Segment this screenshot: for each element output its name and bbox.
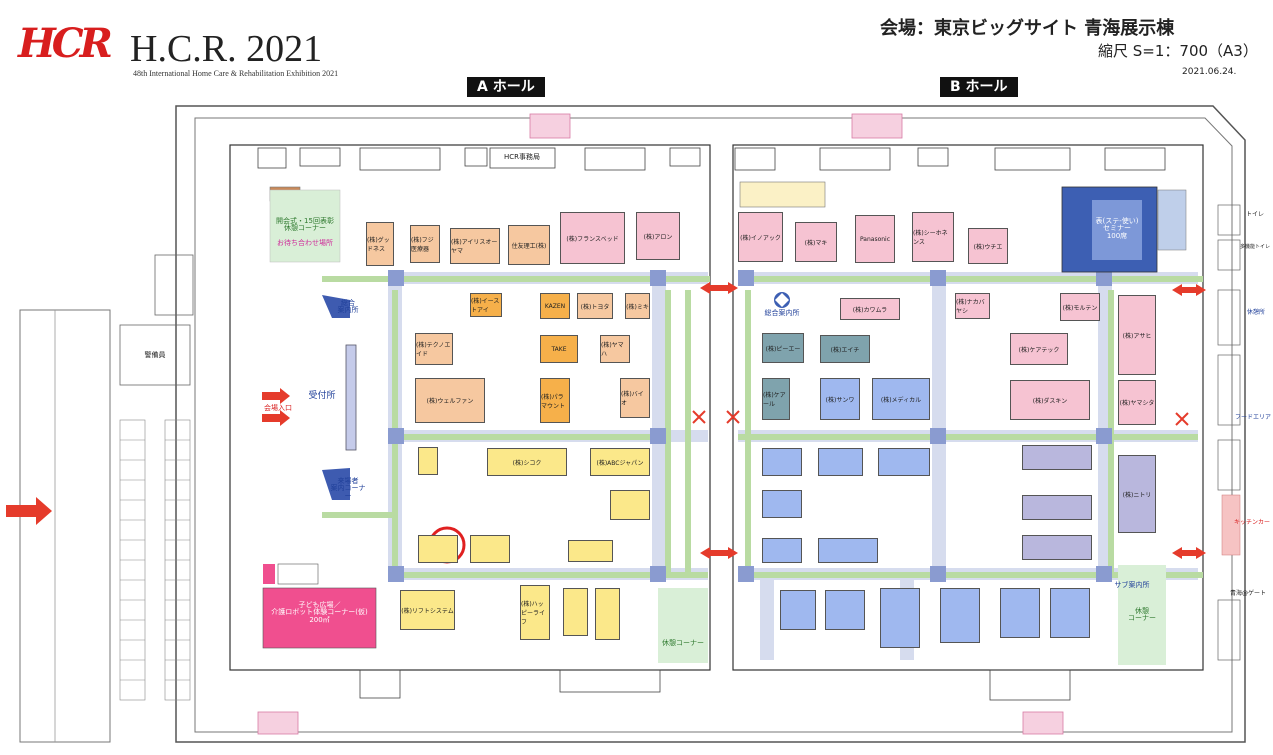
sub-info-label: サブ案内所 [1114,581,1150,589]
booth [780,590,816,630]
info-a-label: 総合 案内所 [337,299,359,315]
toilet-label: トイレ [1245,211,1264,218]
booth[interactable]: (株)モルテン [1060,293,1100,321]
guide-a-label: 来場者 案内コーナー [330,477,366,500]
booth[interactable]: (株)パラマウント [540,378,570,423]
booth [825,590,865,630]
booth [470,535,510,563]
booth[interactable]: KAZEN [540,293,570,319]
booth[interactable]: (株)アサヒ [1118,295,1156,375]
scale-label: 縮尺 S=1：700（A3） [1098,42,1258,60]
kids-area-label: 子ども広場／ 介護ロボット体験コーナー(仮) 200㎡ [271,601,368,624]
booth[interactable]: (株)フランスベッド [560,212,625,264]
booth[interactable]: (株)テクノエイド [415,333,453,365]
booth[interactable]: (株)マキ [795,222,837,262]
booth[interactable]: (株)フジ医療器 [410,225,440,263]
gate-label: 青海@ゲート [1229,590,1266,597]
booth[interactable]: (株)アロン [636,212,680,260]
booth[interactable]: (株)ナカバヤシ [955,293,990,319]
booth [610,490,650,520]
rest-right-label: 休憩所 [1246,309,1265,316]
booth[interactable]: (株)イノアック [738,212,783,262]
booth[interactable]: (株)トヨタ [577,293,613,319]
booth[interactable]: (株)リフトシステム [400,590,455,630]
booth [1022,535,1092,560]
booth[interactable]: (株)サンワ [820,378,860,420]
reception-label: 受付所 [308,391,336,401]
booth[interactable]: (株)ハッピーライフ [520,585,550,640]
booth [880,588,920,648]
seminar-label: 表(ステ-使い) セミナー 100席 [1095,217,1139,240]
booth [595,588,620,640]
booth [762,538,802,563]
booth[interactable]: (株)ニトリ [1118,455,1156,533]
booth [818,448,863,476]
hall-a-tag: A ホール [467,77,545,97]
hcr-office-label: HCR事務局 [503,153,540,161]
rest-b-right-label: 休憩 コーナー [1128,607,1156,623]
booth[interactable]: (株)カワムラ [840,298,900,320]
booth [563,588,588,636]
booth[interactable]: 住友理工(株) [508,225,550,265]
booth [418,447,438,475]
page-title: H.C.R. 2021 [130,28,323,70]
booth[interactable]: (株)ピーエー [762,333,804,363]
booth [1050,588,1090,638]
rest-area-note: お待ち合わせ場所 [277,239,333,247]
booth [568,540,613,562]
booth [762,448,802,476]
booth[interactable]: (株)ウェルファン [415,378,485,423]
rest-area-label: 開会式・15回表彰 休憩コーナー [276,217,334,233]
info-b-label: 総合案内所 [764,309,800,317]
booth[interactable]: (株)ケアテック [1010,333,1068,365]
booth[interactable]: (株)ヤマシタ [1118,380,1156,425]
booth[interactable]: (株)エイチ [820,335,870,363]
booth[interactable]: (株)ダスキン [1010,380,1090,420]
booth[interactable]: (株)ウチエ [968,228,1008,264]
date-label: 2021.06.24. [1182,67,1237,77]
booth[interactable]: (株)グッドネス [366,222,394,266]
booth[interactable]: (株)バイオ [620,378,650,418]
kitchen-car-label: キッチンカー [1233,519,1270,526]
hall-b-tag: B ホール [940,77,1018,97]
multi-toilet-label: 多機能トイレ [1239,244,1270,250]
booth [418,535,458,563]
booth [1022,445,1092,470]
security-label: 警備員 [144,351,166,359]
booth[interactable]: (株)アイリスオーヤマ [450,228,500,264]
page-subtitle: 48th International Home Care & Rehabilit… [133,69,339,78]
venue-label: 会場：東京ビッグサイト 青海展示棟 [880,18,1175,39]
booth [1022,495,1092,520]
booth [940,588,980,643]
logo-mark-icon: HCR [18,20,113,67]
food-area-label: フードエリア [1234,414,1271,421]
booth[interactable]: (株)ABCジャパン [590,448,650,476]
booth[interactable]: (株)ヤマハ [600,335,630,363]
booth [818,538,878,563]
booth[interactable]: (株)シーホネンス [912,212,954,262]
booth[interactable]: Panasonic [855,215,895,263]
booth[interactable]: (株)ミキ [625,293,650,319]
booth[interactable]: TAKE [540,335,578,363]
rest-b-label: 休憩コーナー [662,639,704,647]
booth [762,490,802,518]
booth [1000,588,1040,638]
booth[interactable]: (株)シコク [487,448,567,476]
booth[interactable]: (株)ケアール [762,378,790,420]
booth[interactable]: (株)メディカル [872,378,930,420]
entrance-label: 会場入口 [264,404,292,412]
booth[interactable]: (株)イーストアイ [470,293,502,317]
booth [878,448,930,476]
